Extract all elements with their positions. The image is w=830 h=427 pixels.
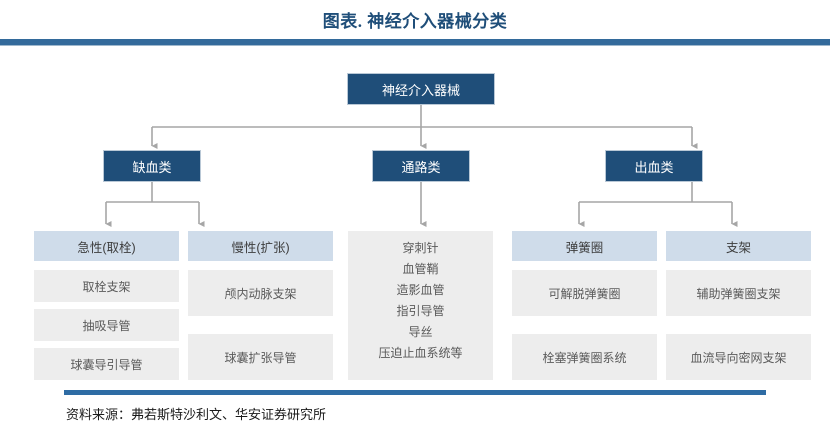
leaf-chronic-1[interactable]: 球囊扩张导管 xyxy=(188,334,333,380)
leaf-stent-0[interactable]: 辅助弹簧圈支架 xyxy=(666,270,811,316)
header-rule-thin xyxy=(0,45,830,46)
leaf-access-1: 血管鞘 xyxy=(402,262,439,276)
node-branch-ischemic[interactable]: 缺血类 xyxy=(103,150,201,182)
leaf-coil-1[interactable]: 栓塞弹簧圈系统 xyxy=(512,334,657,380)
leaf-acute-1[interactable]: 抽吸导管 xyxy=(34,309,179,341)
leaf-access-0: 穿刺针 xyxy=(402,241,439,255)
node-branch-access[interactable]: 通路类 xyxy=(372,150,470,182)
node-head-chronic[interactable]: 慢性(扩张) xyxy=(188,231,333,261)
leaf-list-access[interactable]: 穿刺针 血管鞘 造影血管 指引导管 导丝 压迫止血系统等 xyxy=(348,231,493,380)
leaf-chronic-0[interactable]: 颅内动脉支架 xyxy=(188,270,333,316)
leaf-access-5: 压迫止血系统等 xyxy=(378,346,463,360)
leaf-stent-1[interactable]: 血流导向密网支架 xyxy=(666,334,811,380)
node-head-stent[interactable]: 支架 xyxy=(666,231,811,261)
source-note: 资料来源：弗若斯特沙利文、华安证券研究所 xyxy=(66,407,327,422)
node-head-coil[interactable]: 弹簧圈 xyxy=(512,231,657,261)
header-rule xyxy=(0,39,830,45)
leaf-acute-2[interactable]: 球囊导引导管 xyxy=(34,348,179,380)
node-head-acute[interactable]: 急性(取栓) xyxy=(34,231,179,261)
leaf-acute-0[interactable]: 取栓支架 xyxy=(34,270,179,302)
footer-rule xyxy=(64,390,766,395)
leaf-access-2: 造影血管 xyxy=(396,283,445,297)
page-title: 图表. 神经介入器械分类 xyxy=(322,12,508,31)
node-root[interactable]: 神经介入器械 xyxy=(347,73,495,105)
leaf-access-4: 导丝 xyxy=(408,325,433,339)
leaf-access-3: 指引导管 xyxy=(396,304,445,318)
node-branch-hemorrhagic[interactable]: 出血类 xyxy=(605,150,703,182)
leaf-coil-0[interactable]: 可解脱弹簧圈 xyxy=(512,270,657,316)
